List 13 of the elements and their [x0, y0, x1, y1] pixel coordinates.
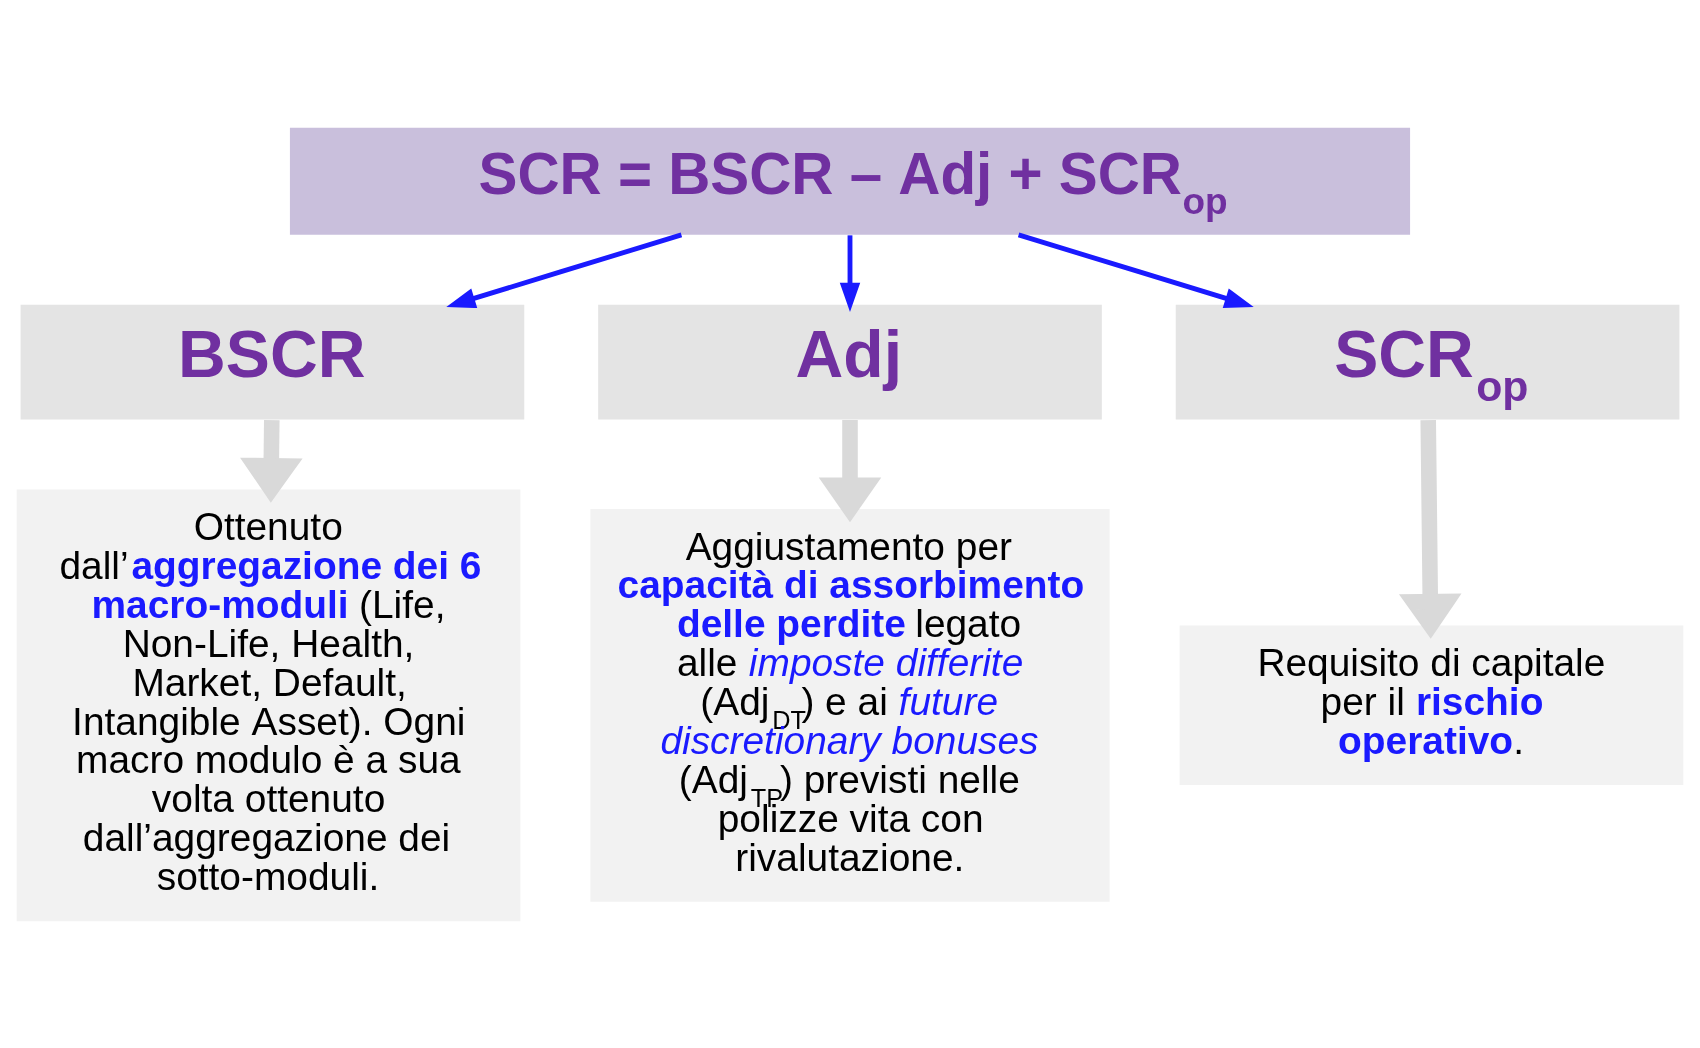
arrow	[839, 234, 861, 312]
node-box: BSCR	[20, 304, 525, 419]
arrow	[1398, 419, 1462, 639]
node-box: SCR$_{op}$	[1175, 304, 1680, 419]
arrow	[1017, 232, 1254, 308]
node-box: Aggiustamento per capacità di assorbimento delle perdite legato alle imposte differite (Adj$_{DT}$) e ai future discretionary bonuses (Adj$_{TP}$) previsti nelle polizze vita con rivalutazione.	[590, 508, 1110, 902]
node-box: Ottenuto dall’aggregazione dei 6 macro-moduli (Life, Non-Life, Health, Market, Default, Intangible Asset). Ogni macro modulo è a sua volta ottenuto dall’aggregazione dei sotto-moduli.	[16, 489, 521, 921]
arrow	[446, 232, 683, 308]
node-box: Requisito di capitale per il rischio operativo.	[1179, 625, 1684, 785]
arrow	[818, 419, 882, 522]
node-box: Adj	[598, 304, 1102, 419]
arrow	[240, 419, 303, 503]
node-box: SCR = BSCR – Adj + SCR$_{op}$	[289, 127, 1411, 235]
